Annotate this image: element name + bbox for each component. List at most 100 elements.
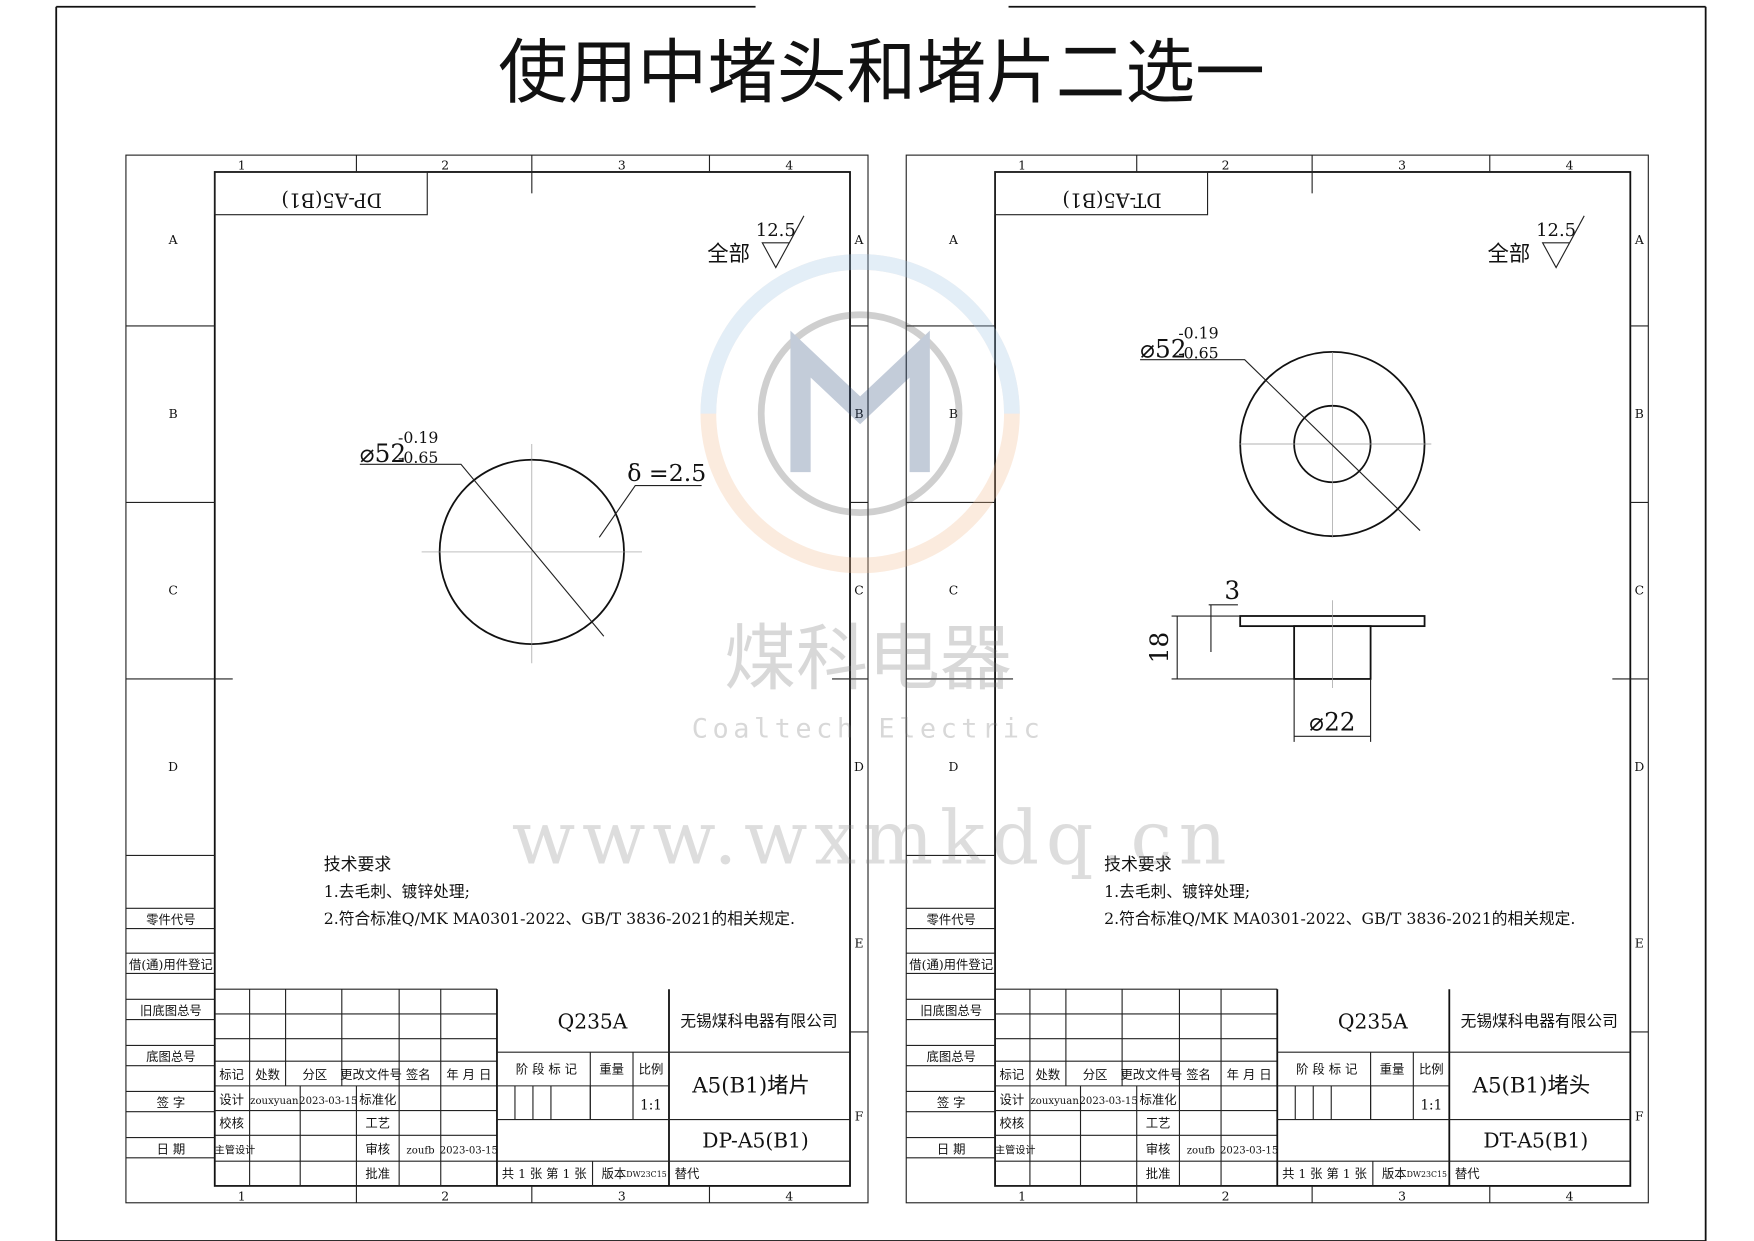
- tb-process: 工艺: [365, 1116, 390, 1130]
- zone-col-bottom: 2: [441, 1190, 449, 1204]
- zone-col-top: 3: [1398, 159, 1406, 173]
- zone-col-top: 3: [618, 159, 626, 173]
- tb-replace: 替代: [675, 1167, 700, 1181]
- zone-col-top: 4: [1566, 159, 1574, 173]
- drawing-code-box: [214, 171, 428, 216]
- tech-heading: 技术要求: [324, 854, 392, 874]
- tb-reviewer: zoufb: [1187, 1145, 1215, 1156]
- zone-row-right: D: [1634, 760, 1644, 774]
- side-label: 借(通)用件登记: [129, 957, 213, 972]
- zone-col-top: 1: [238, 159, 246, 173]
- watermark-url: www.wxmkdq.cn: [512, 795, 1234, 881]
- zone-row-left: D: [948, 760, 958, 774]
- tb-material: Q235A: [558, 1010, 628, 1034]
- tech-item: 1.去毛刺、镀锌处理;: [1104, 882, 1250, 901]
- tb-part-name: A5(B1)堵片: [691, 1074, 810, 1099]
- tb-review: 审核: [365, 1141, 390, 1156]
- lower-tolerance: -0.65: [1178, 344, 1218, 363]
- zone-col-top: 1: [1018, 159, 1026, 173]
- diameter-value: ⌀52: [360, 439, 406, 468]
- side-label: 签 字: [157, 1095, 186, 1110]
- tb-design-date: 2023-03-15: [1079, 1096, 1137, 1107]
- tb-review-date: 2023-03-15: [440, 1145, 498, 1156]
- tech-item: 1.去毛刺、镀锌处理;: [324, 882, 470, 901]
- zone-row-right: D: [854, 760, 864, 774]
- zone-col-top: 4: [785, 159, 793, 173]
- zone-row-left: C: [168, 584, 177, 598]
- side-label: 底图总号: [146, 1049, 195, 1064]
- roughness-label: 全部: [707, 242, 750, 267]
- zone-row-right: E: [1635, 937, 1644, 951]
- zone-row-right: A: [1634, 233, 1645, 247]
- side-label: 日 期: [937, 1142, 966, 1156]
- tb-stage: 阶 段 标 记: [1296, 1062, 1357, 1077]
- tb-designer: zouxyuan: [250, 1096, 299, 1107]
- roughness-label: 全部: [1488, 242, 1531, 267]
- tb-sheets: 共 1 张 第 1 张: [1282, 1167, 1367, 1181]
- tb-chief: 主管设计: [995, 1143, 1035, 1156]
- tb-header: 签名: [406, 1067, 431, 1082]
- tb-review-date: 2023-03-15: [1220, 1145, 1278, 1156]
- drawing-sheet-1: 11223344AABBCCDDEF零件代号借(通)用件登记旧底图总号底图总号签…: [125, 154, 869, 1204]
- flange-thickness-dim: 3: [1224, 576, 1240, 605]
- page-title: 使用中堵头和堵片二选一: [498, 33, 1265, 114]
- zone-row-right: C: [1635, 584, 1644, 598]
- tb-header: 标记: [1000, 1068, 1025, 1082]
- tb-scale: 1:1: [640, 1097, 662, 1113]
- diameter-leader: [1140, 359, 1421, 531]
- watermark-logo-ring: [700, 254, 1020, 574]
- zone-col-bottom: 3: [1398, 1190, 1406, 1204]
- drawing-sheet-2: 11223344AABBCCDDEF零件代号借(通)用件登记旧底图总号底图总号签…: [905, 154, 1649, 1204]
- tb-reviewer: zoufb: [406, 1145, 434, 1156]
- tb-part-code: DT-A5(B1): [1483, 1129, 1588, 1153]
- zone-row-left: C: [949, 584, 958, 598]
- side-label: 零件代号: [926, 913, 975, 927]
- tb-check: 校核: [219, 1115, 244, 1130]
- diameter-value: ⌀52: [1140, 334, 1186, 363]
- tech-item: 2.符合标准Q/MK MA0301-2022、GB/T 3836-2021的相关…: [1104, 909, 1575, 928]
- tb-design-date: 2023-03-15: [299, 1096, 357, 1107]
- boss-diameter-dim: ⌀22: [1309, 708, 1355, 737]
- roughness-value: 12.5: [756, 220, 796, 241]
- side-label: 旧底图总号: [140, 1003, 202, 1018]
- tb-company: 无锡煤科电器有限公司: [680, 1011, 837, 1030]
- watermark-logo-arc: [700, 254, 1020, 414]
- tb-header: 更改文件号: [340, 1067, 402, 1082]
- zone-row-right: F: [855, 1110, 864, 1124]
- drawing-code-rotated: DT-A5(B1): [1062, 188, 1161, 211]
- thickness-leader: [598, 485, 702, 538]
- zone-row-right: B: [1635, 407, 1644, 421]
- tb-part-name: A5(B1)堵头: [1472, 1074, 1591, 1099]
- tb-standardize: 标准化: [359, 1093, 396, 1107]
- roughness-value: 12.5: [1536, 220, 1576, 241]
- side-label: 底图总号: [926, 1049, 975, 1064]
- tb-designer: zouxyuan: [1030, 1096, 1079, 1107]
- side-label: 借(通)用件登记: [909, 957, 993, 972]
- tb-approve: 批准: [1146, 1166, 1171, 1181]
- tb-replace: 替代: [1455, 1167, 1480, 1181]
- roughness-symbol: [1541, 215, 1585, 269]
- height-dim: 18: [1145, 632, 1174, 663]
- tb-company: 无锡煤科电器有限公司: [1461, 1011, 1618, 1030]
- zone-row-left: B: [169, 407, 178, 421]
- upper-tolerance: -0.19: [398, 428, 438, 447]
- tb-header: 处数: [1036, 1067, 1061, 1082]
- tb-scale-label: 比例: [639, 1063, 664, 1077]
- tb-weight: 重量: [599, 1063, 624, 1077]
- tb-header: 年 月 日: [446, 1068, 491, 1082]
- tb-header: 标记: [219, 1068, 244, 1082]
- watermark-logo-m: [790, 330, 930, 473]
- part-view: 318⌀22⌀52-0.19-0.65: [1140, 323, 1432, 742]
- tb-header: 签名: [1186, 1067, 1211, 1082]
- zone-row-left: A: [168, 233, 179, 247]
- zone-row-left: B: [949, 407, 958, 421]
- tb-standardize: 标准化: [1140, 1093, 1177, 1107]
- zone-row-right: C: [854, 584, 863, 598]
- drawing-code-rotated: DP-A5(B1): [281, 188, 382, 211]
- zone-col-bottom: 3: [618, 1190, 626, 1204]
- tb-stage: 阶 段 标 记: [516, 1062, 577, 1077]
- side-label: 签 字: [937, 1095, 966, 1110]
- tb-scale: 1:1: [1420, 1097, 1442, 1113]
